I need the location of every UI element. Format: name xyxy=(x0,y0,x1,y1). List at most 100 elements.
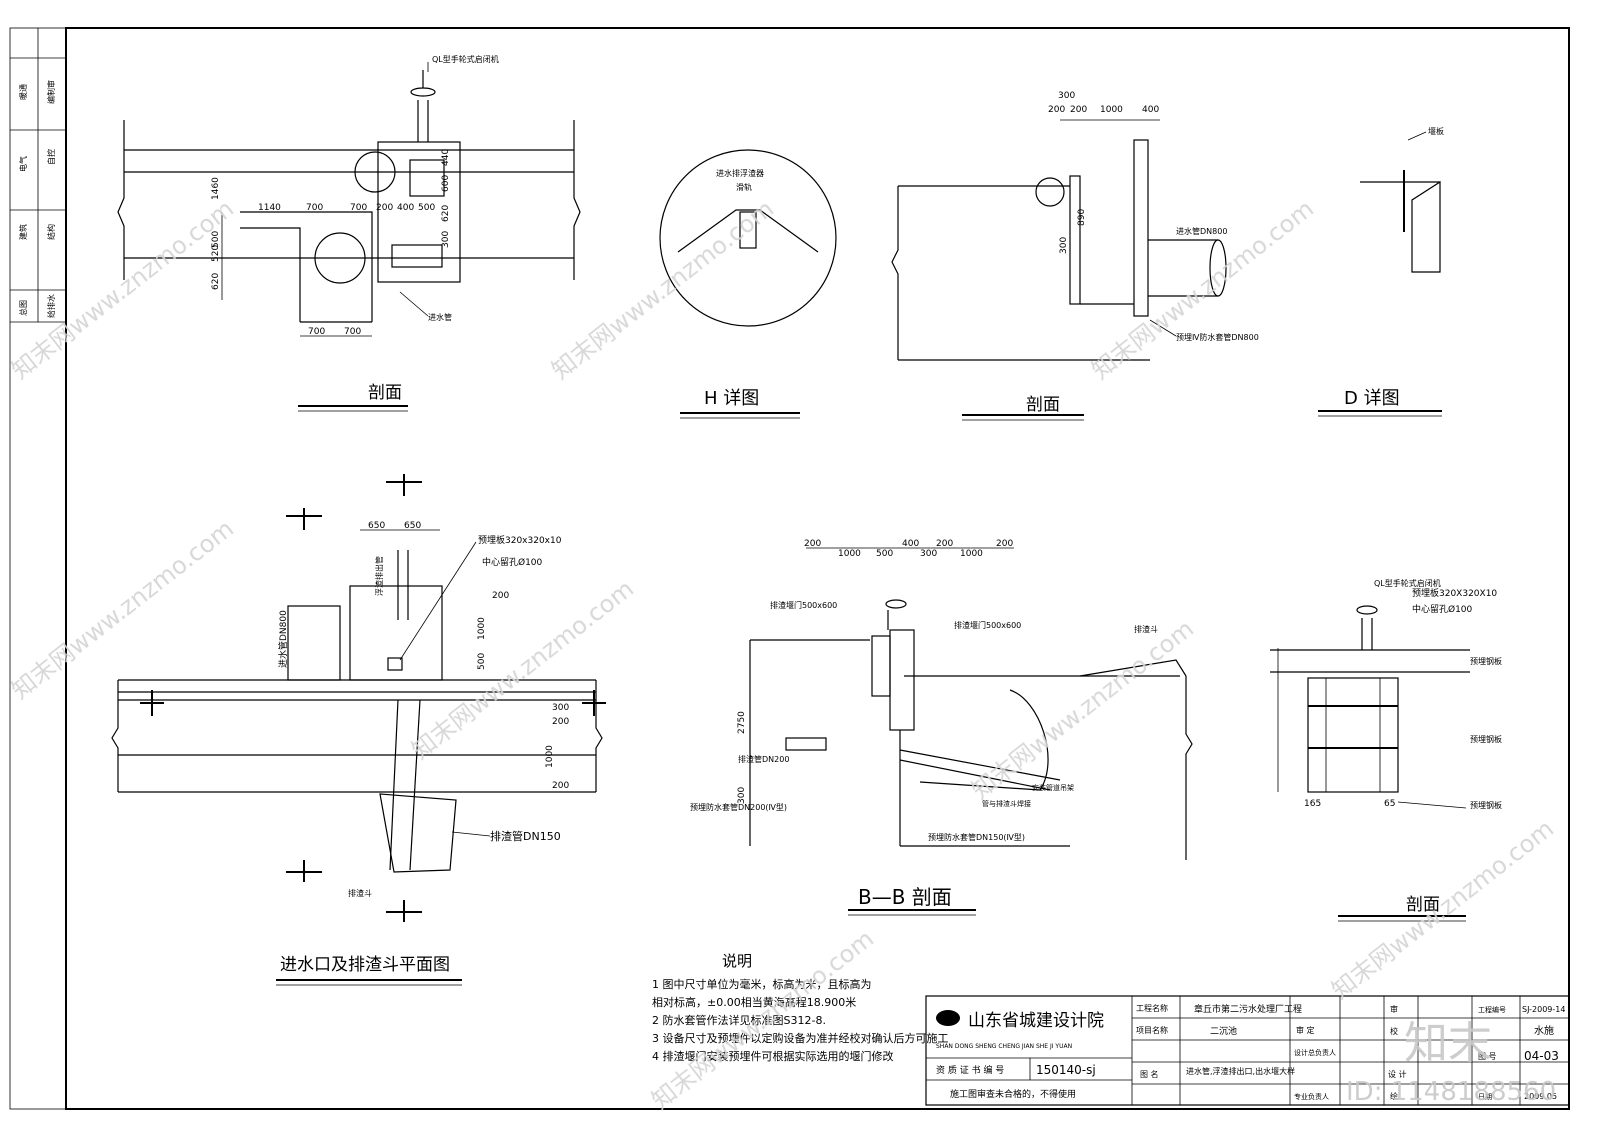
review: 审 xyxy=(1390,1004,1398,1014)
dim: 2750 xyxy=(737,711,747,734)
draw: 绘 xyxy=(1390,1091,1398,1101)
callout-label: 预埋Ⅳ防水套管DN800 xyxy=(1176,332,1259,342)
category: 水施 xyxy=(1534,1024,1554,1037)
callout-label: 进水管DN800 xyxy=(1176,226,1227,236)
warning: 施工图审查未合格的，不得使用 xyxy=(950,1088,1076,1100)
stamp-cell: 总图 xyxy=(18,300,28,316)
dim: 200 xyxy=(492,591,509,601)
view-title: 进水口及排渣斗平面图 xyxy=(280,955,450,975)
dim: 400 xyxy=(902,539,919,549)
dim: 440 xyxy=(441,149,451,166)
discipline-lead: 专业负责人 xyxy=(1294,1092,1329,1101)
dim: 700 xyxy=(344,327,361,337)
watermark-text: 知末网www.znzmo.com xyxy=(406,574,639,764)
watermark-text: 知末网www.znzmo.com xyxy=(546,194,779,384)
view-title: 剖面 xyxy=(1406,895,1440,915)
callout-label: 预埋防水套管DN200(Ⅳ型) xyxy=(690,802,787,812)
callout-label: QL型手轮式启闭机 xyxy=(432,54,499,64)
callout-label: 排渣管DN200 xyxy=(738,754,789,764)
date-label: 日期 xyxy=(1478,1093,1492,1101)
sheet-label: 图 号 xyxy=(1478,1052,1497,1061)
stamp-cell: 电气 xyxy=(18,156,28,172)
note-line: 3 设备尺寸及预埋件以定购设备为准并经校对确认后方可施工 xyxy=(652,1031,949,1045)
drawing-name: 进水管,浮渣排出口,出水堰大样 xyxy=(1186,1066,1295,1076)
org-logo xyxy=(936,1010,960,1026)
watermark-logo: 知末 xyxy=(1404,1018,1492,1069)
watermark-text: 知末网www.znzmo.com xyxy=(6,514,239,704)
project-label: 工程名称 xyxy=(1136,1003,1168,1013)
dim: 650 xyxy=(368,521,385,531)
detail-d-view: 堰板 D 详图 xyxy=(1318,126,1444,417)
notes-block: 说明 1 图中尺寸单位为毫米，标高为米，且标高为 相对标高，±0.00相当黄海高… xyxy=(652,952,949,1063)
dim: 1140 xyxy=(258,203,281,213)
section-bb-view: 200 1000 500 400 300 200 1000 200 2750 3… xyxy=(690,539,1193,916)
callout-label: 排渣斗 xyxy=(348,888,372,898)
note-line: 相对标高，±0.00相当黄海高程18.900米 xyxy=(652,995,856,1009)
dim: 300 xyxy=(552,703,569,713)
design-lead: 设计总负责人 xyxy=(1294,1048,1336,1057)
callout-label: 排渣管DN150 xyxy=(490,829,561,843)
callout-label: 排渣斗 xyxy=(1134,624,1158,634)
detail-h-view: 进水排浮渣器 滑轨 H 详图 xyxy=(659,149,837,419)
dim: 65 xyxy=(1384,799,1395,809)
stamp-cell: 编制审 xyxy=(46,80,56,104)
dim: 400 xyxy=(1142,105,1159,115)
callout-label: 进水排浮渣器 xyxy=(716,168,764,178)
callout-label: 安装管道吊架 xyxy=(1032,783,1074,792)
dim: 200 xyxy=(376,203,393,213)
dim: 1000 xyxy=(960,549,983,559)
callout-label: 堰板 xyxy=(1428,126,1444,136)
side-stamp: 暖通 编制审 电气 自控 建筑 结构 总图 给排水 xyxy=(10,28,66,323)
stamp-cell: 结构 xyxy=(46,224,56,240)
section-view-1: 1460 1140 700 700 200 400 500 440 600 62… xyxy=(117,54,581,412)
dim: 200 xyxy=(552,717,569,727)
stamp-cell: 暖通 xyxy=(18,84,28,100)
dim: 200 xyxy=(552,781,569,791)
view-title: 剖面 xyxy=(1026,395,1060,415)
dim-1460: 1460 xyxy=(211,177,221,200)
callout-label: 预埋钢板 xyxy=(1470,734,1502,744)
dim: 700 xyxy=(308,327,325,337)
watermark-text: 知末网www.znzmo.com xyxy=(1086,194,1319,384)
dim: 300 xyxy=(1059,237,1069,254)
callout-label: 中心留孔Ø100 xyxy=(482,556,543,568)
item-name: 二沉池 xyxy=(1210,1025,1237,1037)
dim: 300 xyxy=(441,231,451,248)
dim: 400 xyxy=(397,203,414,213)
dim: 500 xyxy=(211,231,221,248)
watermark-id: ID: 1148188560 xyxy=(1346,1077,1556,1107)
dim: 165 xyxy=(1304,799,1321,809)
dim: 890 xyxy=(1077,209,1087,226)
notes-title: 说明 xyxy=(722,952,752,970)
callout-label: 管与排渣斗焊接 xyxy=(982,799,1031,808)
code-label: 工程编号 xyxy=(1478,1005,1506,1014)
date: 2009.05 xyxy=(1524,1092,1557,1101)
dim: 600 xyxy=(441,175,451,192)
section-view-3: QL型手轮式启闭机 预埋板320X320X10 中心留孔Ø100 预埋钢板 预埋… xyxy=(1270,578,1502,922)
callout-label: 预埋钢板 xyxy=(1470,800,1502,810)
callout-label: 滑轨 xyxy=(736,182,752,192)
dim: 1000 xyxy=(1100,105,1123,115)
dim: 500 xyxy=(876,549,893,559)
item-label: 项目名称 xyxy=(1136,1025,1168,1035)
org-name: 山东省城建设计院 xyxy=(968,1011,1104,1031)
check: 校 xyxy=(1390,1026,1398,1036)
callout-label: 预埋钢板 xyxy=(1470,656,1502,666)
callout-label: 预埋板320x320x10 xyxy=(478,534,562,546)
note-line: 4 排渣堰门安装预埋件可根据实际选用的堰门修改 xyxy=(652,1049,894,1063)
dim: 200 xyxy=(936,539,953,549)
callout-label: QL型手轮式启闭机 xyxy=(1374,578,1441,588)
view-title: B—B 剖面 xyxy=(858,885,952,909)
project-name: 章丘市第二污水处理厂工程 xyxy=(1194,1003,1302,1015)
stamp-cell: 给排水 xyxy=(46,294,56,318)
section-marker xyxy=(140,474,606,922)
dim: 620 xyxy=(211,273,221,290)
title-block: 山东省城建设计院 SHAN DONG SHENG CHENG JIAN SHE … xyxy=(925,995,1570,1106)
dim: 650 xyxy=(404,521,421,531)
dim: 700 xyxy=(350,203,367,213)
dim: 200 xyxy=(1048,105,1065,115)
section-view-2: 300 200 200 1000 400 890 300 进水管DN800 预埋… xyxy=(891,91,1259,421)
watermark-layer: 知末网www.znzmo.com 知末网www.znzmo.com 知末网www… xyxy=(6,194,1559,1114)
dim: 300 xyxy=(1058,91,1075,101)
